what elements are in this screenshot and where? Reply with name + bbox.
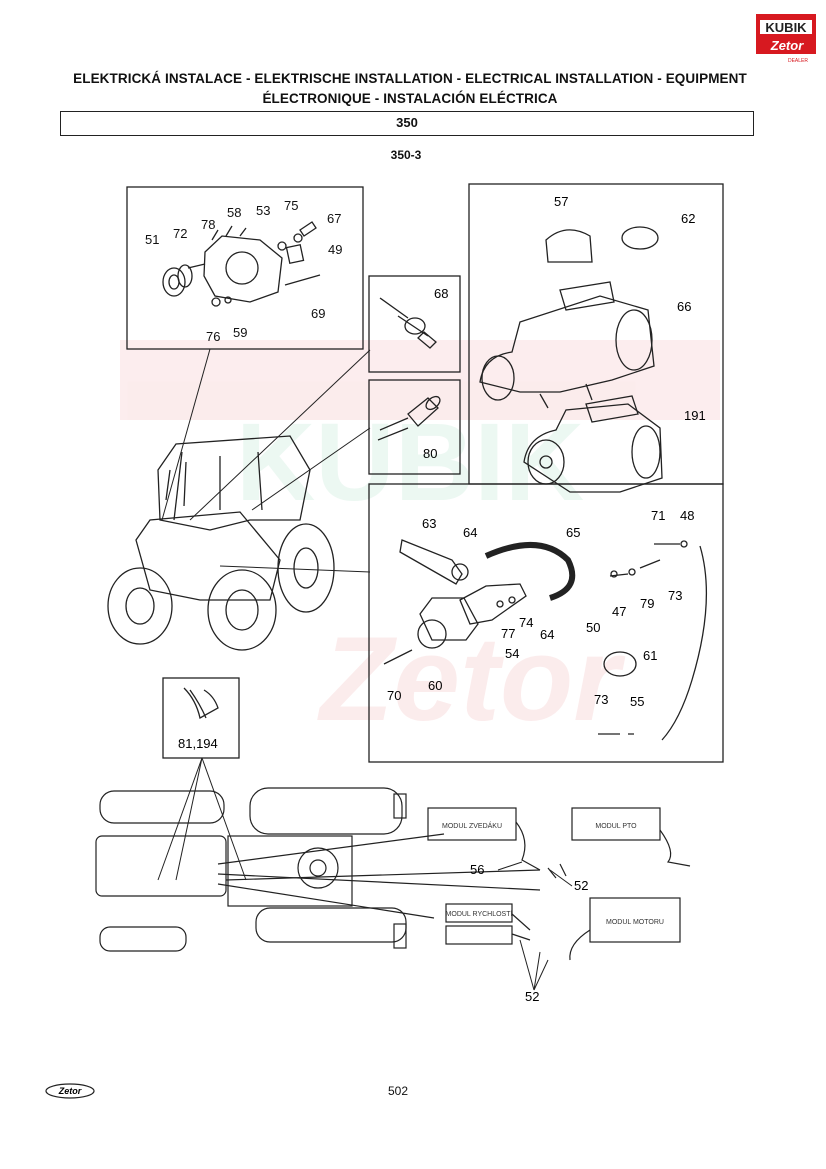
module-label-1: MODUL ZVEDÁKU bbox=[442, 821, 502, 830]
callout-67: 67 bbox=[327, 211, 341, 226]
callout-53: 53 bbox=[256, 203, 270, 218]
callout-52: 52 bbox=[574, 878, 588, 893]
switch-callouts: 63 64 65 71 48 47 79 73 74 77 64 54 50 6… bbox=[387, 508, 694, 709]
switch-panel bbox=[368, 483, 724, 763]
connector-panel bbox=[368, 379, 461, 475]
page-title-line2: ÉLECTRONIQUE - INSTALACIÓN ELÉCTRICA bbox=[262, 91, 558, 106]
module-label-3: MODUL RYCHLOSTÍ bbox=[446, 909, 513, 918]
harness-panel bbox=[162, 677, 240, 759]
callout-66: 66 bbox=[677, 299, 691, 314]
callout-64b: 64 bbox=[540, 627, 554, 642]
callout-68: 68 bbox=[434, 286, 448, 301]
callout-73b: 73 bbox=[594, 692, 608, 707]
callout-52b: 52 bbox=[525, 989, 539, 1004]
callout-58: 58 bbox=[227, 205, 241, 220]
svg-text:KUBIK: KUBIK bbox=[236, 401, 584, 524]
wiring-callouts: 56 52 52 bbox=[470, 862, 588, 1004]
callout-65: 65 bbox=[566, 525, 580, 540]
logo-dealer-text: DEALER bbox=[788, 58, 808, 64]
callout-55: 55 bbox=[630, 694, 644, 709]
callout-80: 80 bbox=[423, 446, 437, 461]
module-label-4: MODUL MOTORU bbox=[606, 919, 664, 926]
sensor-panel bbox=[368, 275, 461, 373]
callout-47: 47 bbox=[612, 604, 626, 619]
callout-81-194: 81,194 bbox=[178, 736, 218, 751]
watermark: KUBIK Zetor bbox=[120, 340, 720, 746]
callout-72: 72 bbox=[173, 226, 187, 241]
module-labels: MODUL ZVEDÁKU MODUL PTO MODUL RYCHLOSTÍ … bbox=[442, 821, 664, 926]
callout-73: 73 bbox=[668, 588, 682, 603]
callout-74: 74 bbox=[519, 615, 533, 630]
alternator-panel bbox=[126, 186, 364, 350]
callout-56: 56 bbox=[470, 862, 484, 877]
wiring-plan bbox=[95, 787, 691, 961]
callout-78: 78 bbox=[201, 217, 215, 232]
parts-diagram: KUBIK Zetor 51 72 78 58 53 75 67 49 69 7… bbox=[95, 183, 724, 1004]
leader-lines bbox=[161, 348, 371, 573]
footer-zetor-logo: Zetor bbox=[44, 1082, 96, 1100]
tractor-illustration bbox=[107, 435, 335, 651]
starter-callouts: 57 62 66 191 bbox=[554, 194, 706, 423]
callout-75: 75 bbox=[284, 198, 298, 213]
callout-76: 76 bbox=[206, 329, 220, 344]
subsection-number: 350-3 bbox=[390, 148, 422, 162]
callout-57: 57 bbox=[554, 194, 568, 209]
callout-191: 191 bbox=[684, 408, 706, 423]
callout-70: 70 bbox=[387, 688, 401, 703]
logo-kubik-text: KUBIK bbox=[765, 20, 807, 35]
callout-49: 49 bbox=[328, 242, 342, 257]
callout-60: 60 bbox=[428, 678, 442, 693]
module-label-2: MODUL PTO bbox=[595, 823, 637, 830]
callout-77: 77 bbox=[501, 626, 515, 641]
callout-61: 61 bbox=[643, 648, 657, 663]
footer-logo-text: Zetor bbox=[58, 1086, 82, 1096]
kubik-zetor-logo: KUBIK Zetor DEALER bbox=[756, 14, 816, 72]
callout-64: 64 bbox=[463, 525, 477, 540]
callout-69: 69 bbox=[311, 306, 325, 321]
callout-51: 51 bbox=[145, 232, 159, 247]
alternator-callouts: 51 72 78 58 53 75 67 49 69 76 59 bbox=[145, 198, 342, 344]
callout-54: 54 bbox=[505, 646, 519, 661]
callout-63: 63 bbox=[422, 516, 436, 531]
page-number: 502 bbox=[388, 1084, 409, 1098]
callout-48: 48 bbox=[680, 508, 694, 523]
logo-zetor-text: Zetor bbox=[770, 38, 804, 53]
page-title-line1: ELEKTRICKÁ INSTALACE - ELEKTRISCHE INSTA… bbox=[73, 71, 747, 86]
callout-62: 62 bbox=[681, 211, 695, 226]
callout-50: 50 bbox=[586, 620, 600, 635]
callout-71: 71 bbox=[651, 508, 665, 523]
section-number-box: 350 bbox=[60, 111, 754, 136]
callout-79: 79 bbox=[640, 596, 654, 611]
callout-59: 59 bbox=[233, 325, 247, 340]
